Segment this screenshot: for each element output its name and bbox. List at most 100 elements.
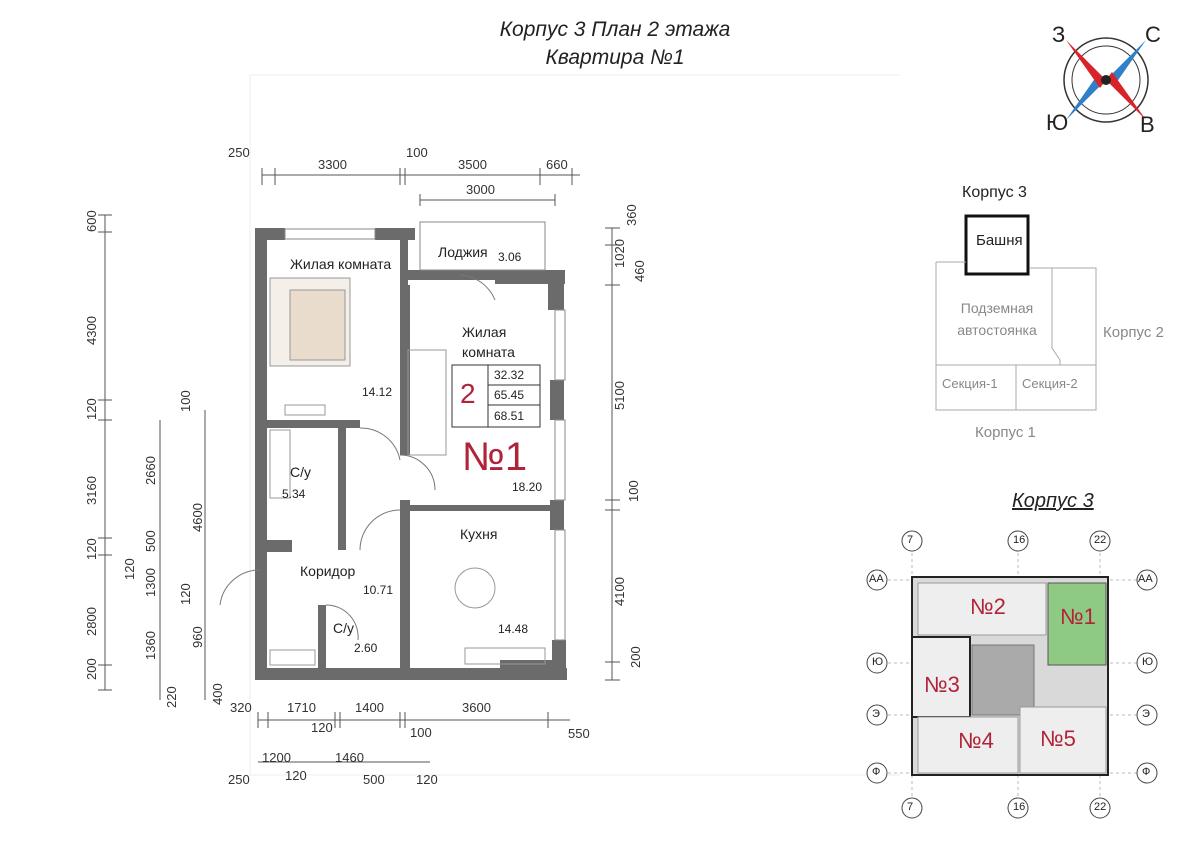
dim-top-3: 3500 [458, 157, 487, 172]
key-apt-3: №3 [924, 672, 960, 697]
dim-top-1: 3300 [318, 157, 347, 172]
dim-left3-0: 100 [178, 390, 193, 412]
dim-top-4: 660 [546, 157, 568, 172]
dim-left1-3: 3160 [84, 476, 99, 505]
axis-right-yu: Ю [1142, 656, 1154, 668]
axis-top-7: 7 [907, 534, 914, 546]
apartment-floor-plan [98, 74, 900, 776]
room-name-living1: Жилая комната [290, 256, 392, 272]
dim-bottom2-1: 1460 [335, 750, 364, 765]
dim-bottom1-2: 120 [311, 720, 333, 735]
dim-right-0: 5100 [612, 381, 627, 410]
dim-bottom1-4: 100 [410, 725, 432, 740]
dim-left1-4: 120 [84, 538, 99, 560]
dim-right-top-0: 360 [624, 204, 639, 226]
axis-left-e: Э [872, 708, 880, 720]
dim-bottom1-6: 550 [568, 726, 590, 741]
dim-left2-3: 1360 [143, 631, 158, 660]
room-area-loggia: 3.06 [498, 250, 522, 264]
compass-north: С [1145, 22, 1161, 47]
dim-bottom1-1: 1710 [287, 700, 316, 715]
dim-left3-3: 120 [178, 583, 193, 605]
axis-bottom-16: 16 [1013, 801, 1026, 813]
compass-icon [1063, 37, 1149, 123]
dim-left3-4: 960 [190, 626, 205, 648]
site-building2-label: Корпус 2 [1103, 324, 1164, 341]
dim-right-2: 4100 [612, 577, 627, 606]
dim-right-3: 200 [628, 646, 643, 668]
total-area: 65.45 [494, 388, 525, 402]
dim-left2-1: 500 [143, 530, 158, 552]
axis-left-yu: Ю [872, 656, 884, 668]
dim-top-2: 100 [406, 145, 428, 160]
site-parking-label: Подземная автостоянка [957, 300, 1037, 338]
floor-key-plan [866, 530, 1158, 819]
key-apt-2: №2 [970, 594, 1006, 619]
apartment-title: Квартира №1 [545, 46, 685, 69]
dim-bottom2-0: 1200 [262, 750, 291, 765]
dim-right-top-2: 460 [632, 260, 647, 282]
site-section2-label: Секция-2 [1022, 376, 1078, 391]
floor-key-title: Корпус 3 [1012, 490, 1094, 512]
dim-left1-5: 2800 [84, 607, 99, 636]
dim-left2-4: 220 [164, 686, 179, 708]
room-name-bath2: С/у [333, 620, 354, 636]
room-name-kitchen: Кухня [460, 526, 498, 542]
axis-left-f: Ф [872, 766, 881, 778]
dim-left1-6: 200 [84, 658, 99, 680]
site-plan [935, 214, 1097, 411]
dim-left3-5: 400 [210, 683, 225, 705]
room-name-living2: Жилая комната [462, 324, 515, 360]
dim-bottom3-0: 250 [228, 772, 250, 787]
axis-right-aa: АА [1138, 573, 1153, 585]
room-area-living1: 14.12 [362, 385, 393, 399]
compass-south: Ю [1046, 110, 1069, 135]
site-section1-label: Секция-1 [942, 376, 998, 391]
room-area-corridor: 10.71 [363, 583, 394, 597]
rooms-count: 2 [460, 378, 476, 409]
dim-left3-2: 120 [122, 558, 137, 580]
key-apt-5: №5 [1040, 726, 1076, 751]
room-area-bath1: 5.34 [282, 487, 306, 501]
dim-left2-2: 1300 [143, 568, 158, 597]
dim-bottom3-1: 120 [285, 768, 307, 783]
site-tower-label: Башня [976, 232, 1023, 249]
axis-top-16: 16 [1013, 534, 1026, 546]
plan-title: Корпус 3 План 2 этажа [499, 18, 731, 41]
total-area-loggia: 68.51 [494, 409, 525, 423]
site-building1-label: Корпус 1 [975, 424, 1036, 441]
dim-bottom1-0: 320 [230, 700, 252, 715]
dim-right-1: 100 [626, 480, 641, 502]
dim-left3-1: 4600 [190, 503, 205, 532]
living-area: 32.32 [494, 368, 525, 382]
site-building-label: Корпус 3 [962, 184, 1027, 201]
axis-top-22: 22 [1094, 534, 1107, 546]
axis-right-f: Ф [1142, 766, 1151, 778]
dim-left1-0: 600 [84, 210, 99, 232]
dim-left1-1: 4300 [84, 316, 99, 345]
room-name-bath1: С/у [290, 464, 311, 480]
axis-bottom-22: 22 [1094, 801, 1107, 813]
axis-left-aa: АА [869, 573, 884, 585]
key-apt-4: №4 [958, 728, 994, 753]
room-name-corridor: Коридор [300, 563, 356, 579]
compass-west: З [1052, 22, 1066, 47]
room-area-living2: 18.20 [512, 480, 543, 494]
dim-bottom3-3: 120 [416, 772, 438, 787]
key-apt-1: №1 [1060, 604, 1096, 629]
dim-left2-0: 2660 [143, 456, 158, 485]
dim-bottom1-3: 1400 [355, 700, 384, 715]
dim-right-top-1: 1020 [612, 239, 627, 268]
dim-top-0: 250 [228, 145, 250, 160]
apartment-number: №1 [462, 435, 528, 479]
room-area-kitchen: 14.48 [498, 622, 529, 636]
dim-bottom3-2: 500 [363, 772, 385, 787]
room-area-bath2: 2.60 [354, 641, 378, 655]
compass-east: В [1140, 112, 1155, 137]
room-name-loggia: Лоджия [438, 244, 488, 260]
dim-bottom1-5: 3600 [462, 700, 491, 715]
dim-left1-2: 120 [84, 398, 99, 420]
axis-bottom-7: 7 [907, 801, 914, 813]
dim-top-loggia: 3000 [466, 182, 495, 197]
axis-right-e: Э [1142, 708, 1150, 720]
